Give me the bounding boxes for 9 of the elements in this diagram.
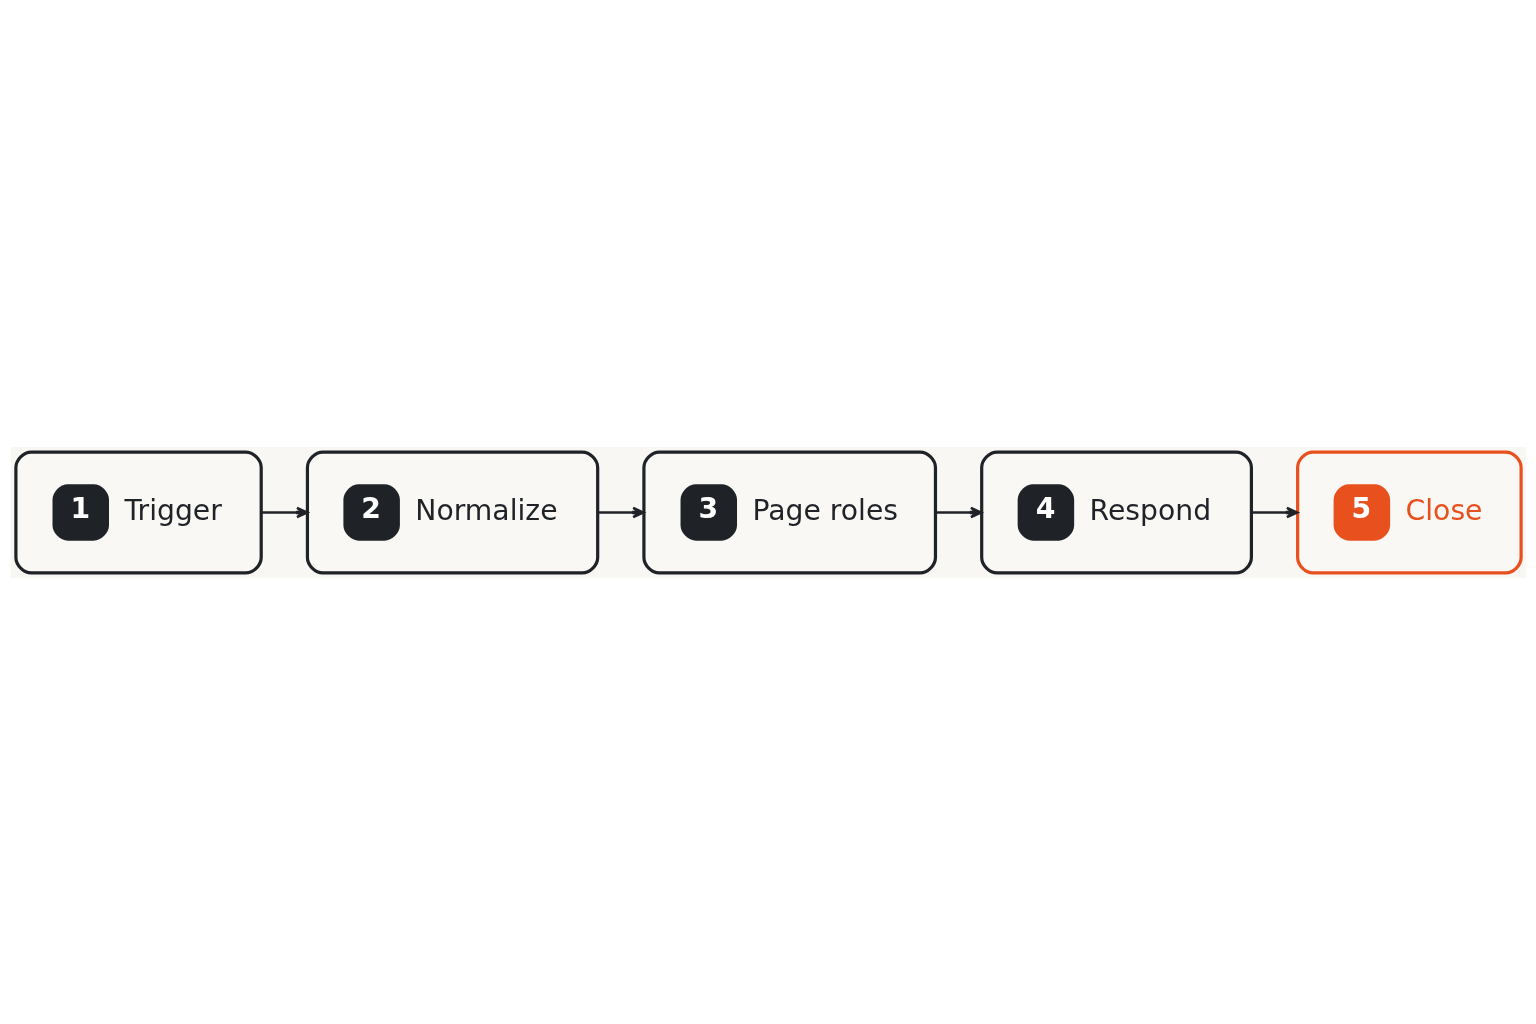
node-box: 4 Respond bbox=[979, 450, 1253, 574]
arrow bbox=[597, 506, 645, 518]
node-box: 5 Close bbox=[1295, 450, 1523, 574]
arrow bbox=[1251, 506, 1298, 518]
node-box: 3 Page roles bbox=[641, 450, 937, 574]
arrow bbox=[261, 506, 308, 518]
node-box: 1 Trigger bbox=[13, 450, 263, 574]
node-box: 2 Normalize bbox=[305, 450, 599, 574]
arrow bbox=[935, 506, 982, 518]
